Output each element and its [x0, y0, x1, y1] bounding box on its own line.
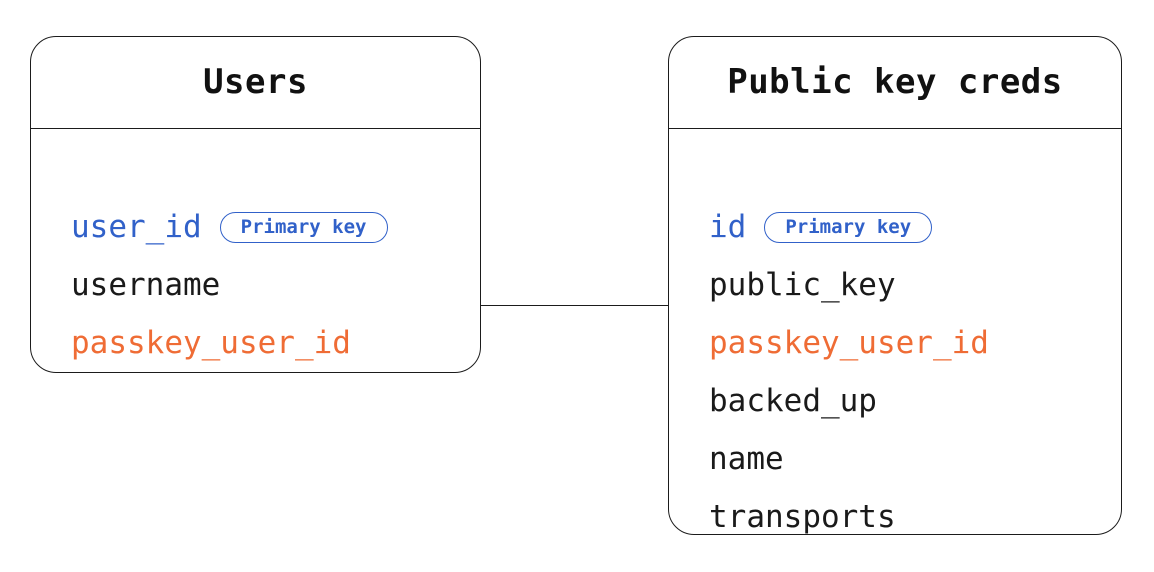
field-name-transports: transports — [709, 499, 896, 535]
field-row-name[interactable]: name — [709, 442, 784, 476]
field-row-username[interactable]: username — [71, 268, 220, 302]
entity-title-public-key-creds: Public key creds — [727, 62, 1063, 102]
field-name-user-id: user_id — [71, 209, 202, 245]
primary-key-badge: Primary key — [219, 211, 388, 243]
field-name-id: id — [709, 209, 747, 245]
field-row-transports[interactable]: transports — [709, 500, 896, 534]
field-name-public-key: public_key — [709, 267, 896, 303]
primary-key-badge: Primary key — [764, 211, 933, 243]
entity-title-users: Users — [203, 62, 308, 102]
field-row-id[interactable]: id Primary key — [709, 209, 933, 245]
field-name-username: username — [71, 267, 221, 303]
field-name-passkey-user-id: passkey_user_id — [709, 325, 989, 361]
entity-header-divider — [31, 128, 480, 129]
entity-box-public-key-creds[interactable]: Public key creds id Primary key public_k… — [668, 36, 1122, 535]
entity-header-divider — [669, 128, 1121, 129]
field-list-public-key-creds: id Primary key public_key passkey_user_i… — [669, 128, 1121, 534]
field-row-passkey-user-id[interactable]: passkey_user_id — [71, 326, 351, 360]
entity-box-users[interactable]: Users user_id Primary key username passk… — [30, 36, 481, 373]
field-name-backed-up: backed_up — [709, 383, 877, 419]
field-name-name: name — [709, 441, 784, 477]
field-row-passkey-user-id[interactable]: passkey_user_id — [709, 326, 989, 360]
field-list-users: user_id Primary key username passkey_use… — [31, 128, 480, 372]
field-row-public-key[interactable]: public_key — [709, 268, 896, 302]
relationship-connector-line — [481, 305, 669, 306]
field-name-passkey-user-id: passkey_user_id — [71, 325, 351, 361]
field-row-backed-up[interactable]: backed_up — [709, 384, 877, 418]
field-row-user-id[interactable]: user_id Primary key — [71, 210, 388, 244]
